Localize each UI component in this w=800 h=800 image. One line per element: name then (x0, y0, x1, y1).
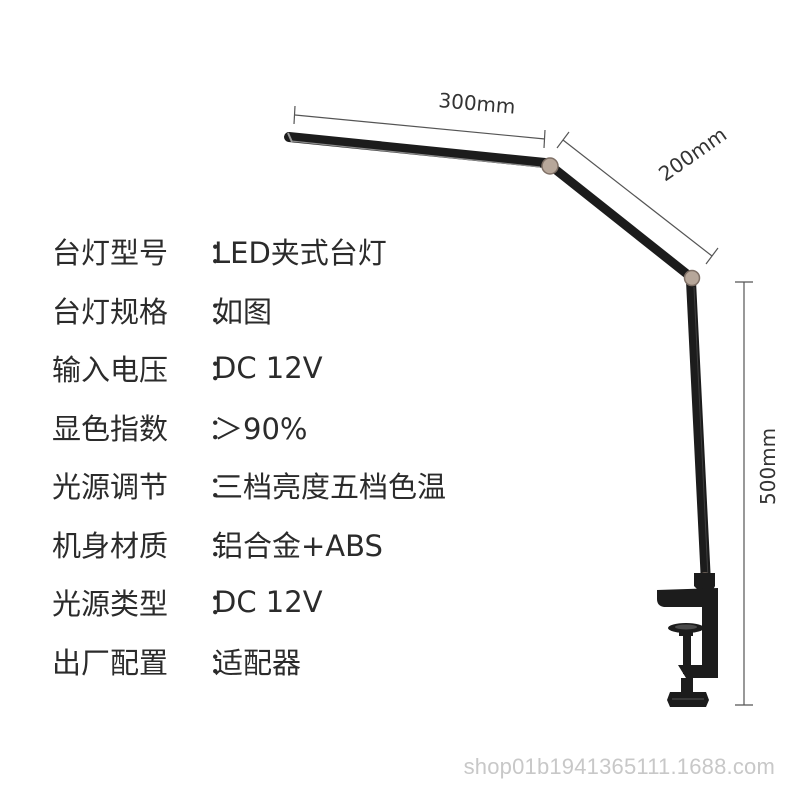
spec-value: 三档亮度五档色温 (214, 470, 447, 505)
spec-row-light-source-type: 光源类型：DC 12V (52, 573, 446, 632)
lamp-joint-top (541, 157, 559, 175)
spec-label: 台灯型号 (52, 236, 169, 271)
lamp-head (284, 132, 550, 168)
lamp-clamp (657, 573, 718, 707)
spec-value: LED夹式台灯 (214, 236, 387, 271)
spec-list: 台灯型号：LED夹式台灯 台灯规格：如图 输入电压：DC 12V 显色指数：＞9… (52, 222, 446, 690)
spec-label: 光源调节 (52, 470, 169, 505)
shop-watermark: shop01b1941365111.1688.com (463, 754, 775, 779)
dimension-line-300 (293, 105, 546, 149)
dimension-label-500: 500mm (756, 428, 780, 505)
spec-label: 出厂配置 (52, 645, 169, 680)
spec-value: 如图 (214, 294, 273, 329)
spec-label: 台灯规格 (52, 294, 169, 329)
spec-row-model: 台灯型号：LED夹式台灯 (52, 222, 446, 281)
lamp-middle-arm (546, 161, 697, 283)
lamp-joint-middle (683, 269, 701, 287)
lamp-pole (686, 276, 711, 588)
spec-value: DC 12V (214, 351, 323, 386)
spec-label: 光源类型 (52, 587, 169, 622)
spec-label: 机身材质 (52, 528, 169, 563)
spec-value: ＞90% (214, 411, 308, 446)
spec-value: 适配器 (214, 645, 302, 680)
dimension-label-200: 200mm (654, 122, 731, 186)
dimension-line-200 (556, 131, 719, 265)
spec-row-light-adjustment: 光源调节：三档亮度五档色温 (52, 456, 446, 515)
spec-row-input-voltage: 输入电压：DC 12V (52, 339, 446, 398)
spec-row-cri: 显色指数：＞90% (52, 398, 446, 457)
spec-row-material: 机身材质：铝合金+ABS (52, 515, 446, 574)
spec-row-included-items: 出厂配置：适配器 (52, 632, 446, 691)
spec-row-size: 台灯规格：如图 (52, 281, 446, 340)
dimension-label-300: 300mm (438, 88, 517, 119)
spec-label: 显色指数 (52, 411, 169, 446)
spec-label: 输入电压 (52, 353, 169, 388)
dimension-line-500 (735, 281, 753, 706)
spec-value: DC 12V (214, 585, 323, 620)
spec-value: 铝合金+ABS (214, 528, 383, 563)
